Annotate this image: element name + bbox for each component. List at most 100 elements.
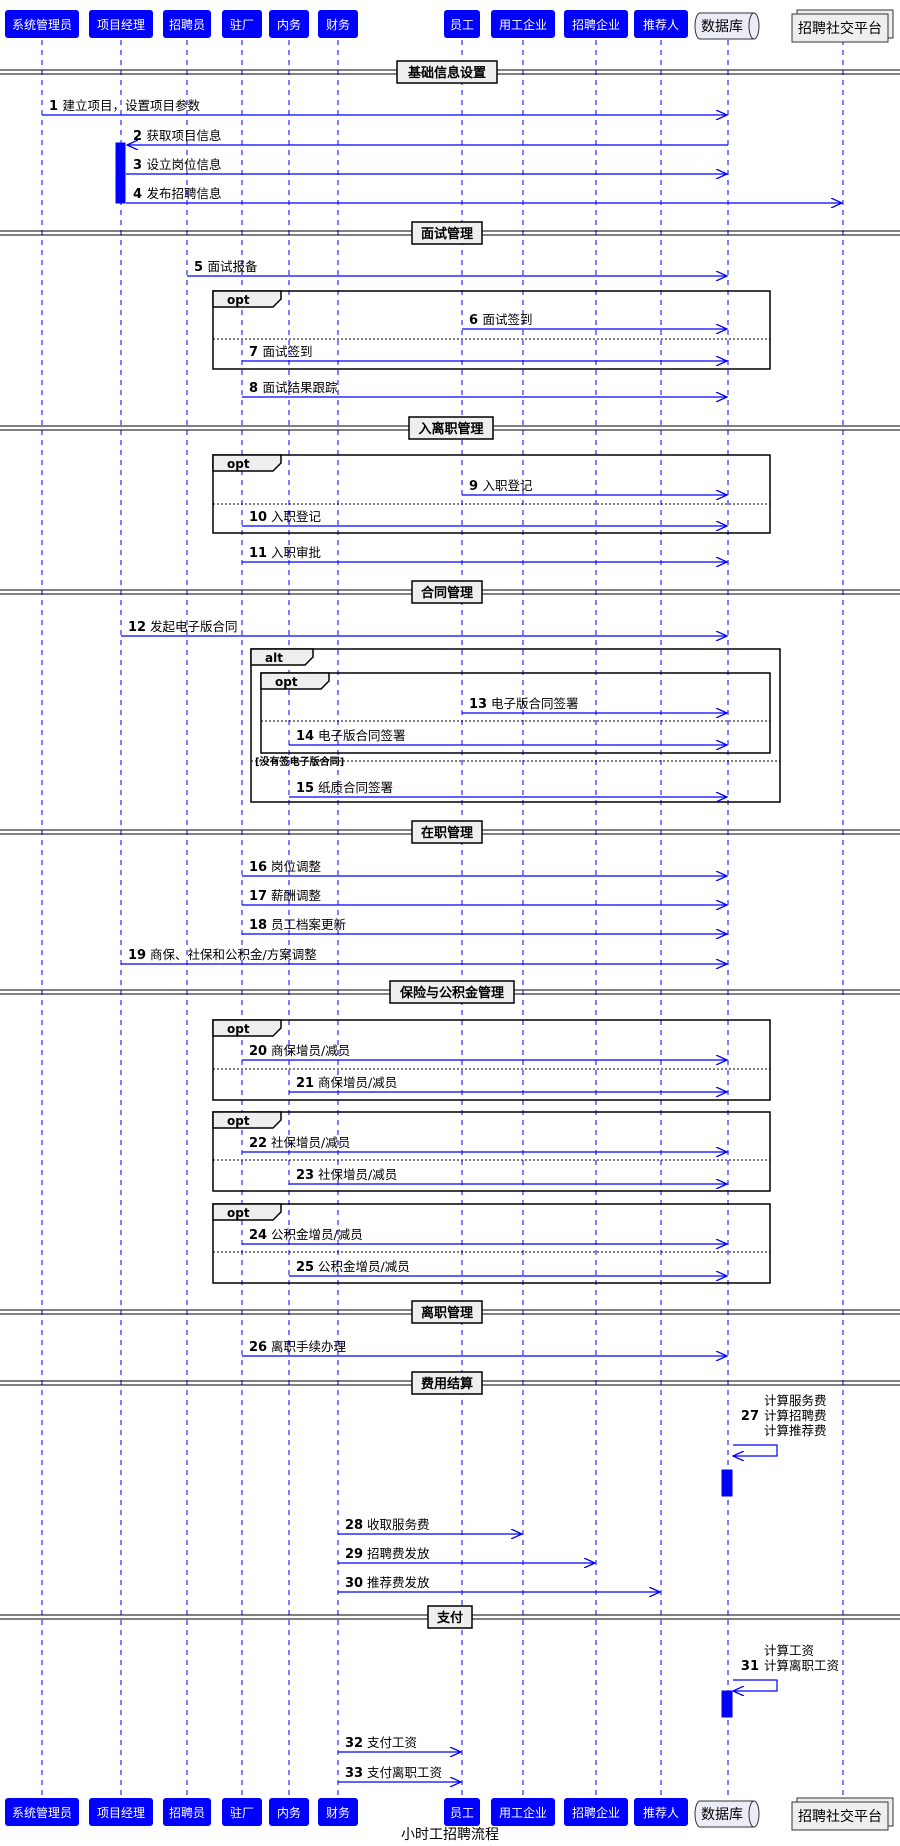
message-number-31: 31 xyxy=(741,1659,759,1674)
participant-label-bottom-10: 推荐人 xyxy=(643,1806,679,1820)
participant-label-bottom-4: 驻厂 xyxy=(230,1805,254,1820)
message-arrow-31 xyxy=(733,1679,778,1691)
participant-label-top-7: 员工 xyxy=(450,18,474,32)
activations xyxy=(115,142,733,1718)
message-label-13: 电子版合同签署 xyxy=(491,696,579,711)
message-label-33: 支付离职工资 xyxy=(367,1765,442,1780)
divider-label-3: 入离职管理 xyxy=(418,421,483,437)
divider-box-9 xyxy=(427,1605,473,1629)
message-number-32: 32 xyxy=(345,1736,363,1751)
fragment-tab-3 xyxy=(250,648,314,666)
fragment-kind-5: opt xyxy=(227,1022,250,1036)
message-number-8: 8 xyxy=(249,381,258,396)
message-label-11: 入职审批 xyxy=(271,545,321,560)
message-label-20: 商保增员/减员 xyxy=(271,1043,350,1058)
participant-label-top-2: 项目经理 xyxy=(97,18,145,32)
message-label-4: 发布招聘信息 xyxy=(147,186,222,201)
participant-label-bottom-8: 用工企业 xyxy=(499,1805,547,1820)
message-label-line: 计算服务费 xyxy=(764,1393,827,1408)
participant-label-top-3: 招聘员 xyxy=(169,18,205,32)
message-number-7: 7 xyxy=(249,345,258,360)
message-label-1: 建立项目，设置项目参数 xyxy=(63,98,201,113)
fragment-tab-2 xyxy=(212,454,282,472)
fragment-frame-3 xyxy=(250,648,781,803)
message-label-19: 商保、社保和公积金/方案调整 xyxy=(150,947,317,962)
message-label-29: 招聘费发放 xyxy=(367,1546,430,1561)
message-label-6: 面试签到 xyxy=(483,312,533,327)
message-label-18: 员工档案更新 xyxy=(271,917,346,932)
participant-label-top-11: 数据库 xyxy=(701,19,743,35)
message-label-28: 收取服务费 xyxy=(367,1517,430,1532)
collections-icon xyxy=(791,1797,894,1831)
message-number-12: 12 xyxy=(128,620,146,635)
database-edge-bottom xyxy=(748,1800,755,1828)
fragment-tab-6 xyxy=(212,1111,282,1129)
fragment-frame-1 xyxy=(212,290,771,370)
participant-box-top-6 xyxy=(318,10,358,38)
message-number-3: 3 xyxy=(133,158,142,173)
message-label-line: 计算工资 xyxy=(764,1643,814,1658)
database-edge-top xyxy=(748,12,755,40)
message-number-11: 11 xyxy=(249,546,267,561)
message-label-30: 推荐费发放 xyxy=(367,1575,430,1590)
divider-box-1 xyxy=(396,60,498,84)
participant-box-top-8 xyxy=(491,10,555,38)
message-label-3: 设立岗位信息 xyxy=(147,157,222,172)
participants: 系统管理员系统管理员项目经理项目经理招聘员招聘员驻厂驻厂内务内务财务财务员工员工… xyxy=(5,9,894,1831)
message-label-line: 计算推荐费 xyxy=(764,1423,827,1438)
participant-box-bottom-3 xyxy=(163,1798,211,1826)
message-label-8: 面试结果跟踪 xyxy=(263,380,339,395)
participant-box-top-3 xyxy=(163,10,211,38)
divider-label-7: 离职管理 xyxy=(421,1305,473,1321)
message-label-21: 商保增员/减员 xyxy=(318,1075,397,1090)
participant-box-bottom-1 xyxy=(5,1798,79,1826)
message-number-15: 15 xyxy=(296,781,314,796)
fragment-tab-5 xyxy=(212,1019,282,1037)
message-label-9: 入职登记 xyxy=(483,478,534,493)
participant-box-bottom-8 xyxy=(491,1798,555,1826)
activation-bar-3 xyxy=(721,1690,733,1718)
divider-label-6: 保险与公积金管理 xyxy=(399,985,504,1001)
message-number-18: 18 xyxy=(249,918,267,933)
message-label-12: 发起电子版合同 xyxy=(150,619,238,634)
message-label-5: 面试报备 xyxy=(208,259,259,274)
message-label-25: 公积金增员/减员 xyxy=(318,1259,410,1274)
fragment-kind-3: alt xyxy=(265,651,283,665)
participant-label-top-9: 招聘企业 xyxy=(572,17,620,32)
participant-box-top-2 xyxy=(89,10,153,38)
participant-box-top-7 xyxy=(444,10,480,38)
divider-box-2 xyxy=(411,221,483,245)
participant-label-bottom-7: 员工 xyxy=(450,1806,474,1820)
participant-label-bottom-6: 财务 xyxy=(326,1805,350,1820)
message-number-22: 22 xyxy=(249,1136,267,1151)
message-number-24: 24 xyxy=(249,1228,267,1243)
participant-label-top-5: 内务 xyxy=(277,17,301,32)
message-number-14: 14 xyxy=(296,729,314,744)
participant-label-bottom-11: 数据库 xyxy=(701,1807,743,1823)
message-number-19: 19 xyxy=(128,948,146,963)
divider-label-8: 费用结算 xyxy=(421,1376,473,1392)
collection-front-top xyxy=(791,13,889,43)
fragment-tab-1 xyxy=(212,290,282,308)
message-label-17: 薪酬调整 xyxy=(271,888,322,903)
participant-box-top-4 xyxy=(222,10,262,38)
activation-bar-1 xyxy=(115,142,126,204)
participant-label-top-1: 系统管理员 xyxy=(12,17,72,32)
participant-box-bottom-7 xyxy=(444,1798,480,1826)
message-number-28: 28 xyxy=(345,1518,363,1533)
message-number-29: 29 xyxy=(345,1547,363,1562)
database-icon xyxy=(694,12,760,40)
collection-front-bottom xyxy=(791,1801,889,1831)
message-number-16: 16 xyxy=(249,860,267,875)
participant-label-top-8: 用工企业 xyxy=(499,17,547,32)
message-label-15: 纸质合同签署 xyxy=(318,780,393,795)
message-label-7: 面试签到 xyxy=(263,344,313,359)
divider-label-4: 合同管理 xyxy=(421,585,473,601)
message-number-26: 26 xyxy=(249,1340,267,1355)
message-number-2: 2 xyxy=(133,129,142,144)
activation-bar-2 xyxy=(721,1469,733,1497)
message-number-4: 4 xyxy=(133,187,142,202)
message-number-27: 27 xyxy=(741,1409,759,1424)
diagram-title: 小时工招聘流程 xyxy=(401,1827,499,1843)
